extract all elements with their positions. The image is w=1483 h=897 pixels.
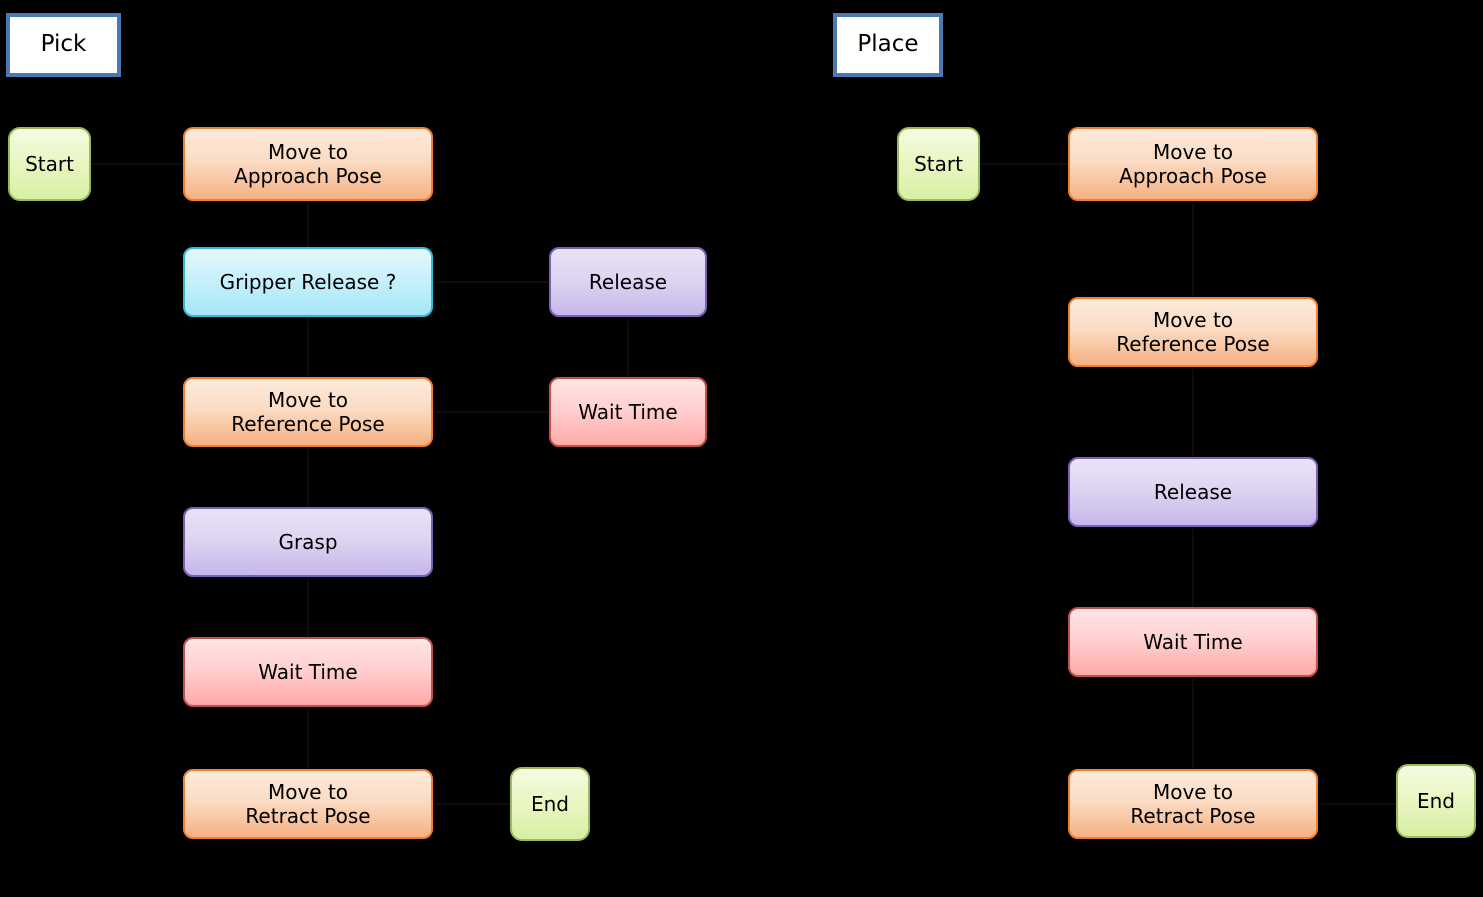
connector-pick-grasp-to-pick-wait-time [307,577,309,637]
connector-place-wait-time-to-place-move-retract [1192,677,1194,769]
connector-pick-gripper-release-to-pick-move-reference [307,317,309,377]
connector-pick-move-retract-to-pick-end [433,803,510,805]
node-place-release[interactable]: Release [1068,457,1318,527]
node-place-end[interactable]: End [1396,764,1476,838]
connector-pick-gripper-release-to-pick-release [433,281,549,283]
section-header-place: Place [833,13,943,77]
connector-place-move-approach-to-place-move-reference [1192,201,1194,297]
connector-pick-wait-time-to-pick-move-retract [307,707,309,769]
connector-pick-start-to-pick-move-approach [91,163,183,165]
connector-pick-move-reference-to-pick-grasp [307,447,309,507]
node-pick-move-approach[interactable]: Move to Approach Pose [183,127,433,201]
node-place-start[interactable]: Start [897,127,980,201]
node-pick-grasp[interactable]: Grasp [183,507,433,577]
connector-pick-wait-time-branch-to-pick-move-reference [433,411,549,413]
connector-pick-release-to-pick-wait-time-branch [627,317,629,377]
connector-place-move-retract-to-place-end [1318,803,1396,805]
node-pick-start[interactable]: Start [8,127,91,201]
node-pick-end[interactable]: End [510,767,590,841]
node-pick-wait-time[interactable]: Wait Time [183,637,433,707]
connector-place-release-to-place-wait-time [1192,527,1194,607]
node-place-wait-time[interactable]: Wait Time [1068,607,1318,677]
connector-place-start-to-place-move-approach [980,163,1068,165]
node-place-move-retract[interactable]: Move to Retract Pose [1068,769,1318,839]
connector-pick-move-approach-to-pick-gripper-release [307,201,309,247]
node-pick-move-reference[interactable]: Move to Reference Pose [183,377,433,447]
section-header-pick: Pick [6,13,121,77]
node-place-move-approach[interactable]: Move to Approach Pose [1068,127,1318,201]
node-place-move-reference[interactable]: Move to Reference Pose [1068,297,1318,367]
node-pick-gripper-release[interactable]: Gripper Release ? [183,247,433,317]
connector-place-move-reference-to-place-release [1192,367,1194,457]
node-pick-move-retract[interactable]: Move to Retract Pose [183,769,433,839]
node-pick-wait-time-branch[interactable]: Wait Time [549,377,707,447]
node-pick-release[interactable]: Release [549,247,707,317]
